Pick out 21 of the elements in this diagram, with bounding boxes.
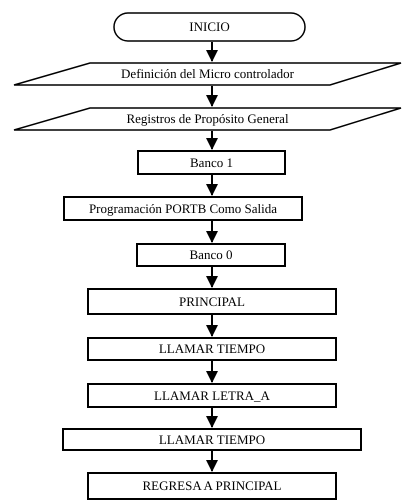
process-box: Banco 0 [136,243,286,267]
process-box: REGRESA A PRINCIPAL [87,472,337,500]
process-box: Banco 1 [137,150,286,175]
arrow [206,361,218,383]
arrow [206,42,218,62]
process-box: LLAMAR LETRA_A [87,383,337,408]
node-label: INICIO [189,19,230,35]
arrow [206,267,218,288]
arrow [206,175,218,196]
arrow [206,131,218,150]
node-label: Definición del Micro controlador [121,66,294,82]
arrow [206,315,218,337]
process-box: Programación PORTB Como Salida [63,196,303,221]
process-box: LLAMAR TIEMPO [62,428,362,451]
process-box: LLAMAR TIEMPO [87,337,337,361]
arrow [206,221,218,243]
process-box: PRINCIPAL [87,288,337,315]
node-label: Registros de Propósito General [126,111,289,127]
arrow [206,408,218,428]
arrow [206,451,218,472]
arrow [206,86,218,107]
